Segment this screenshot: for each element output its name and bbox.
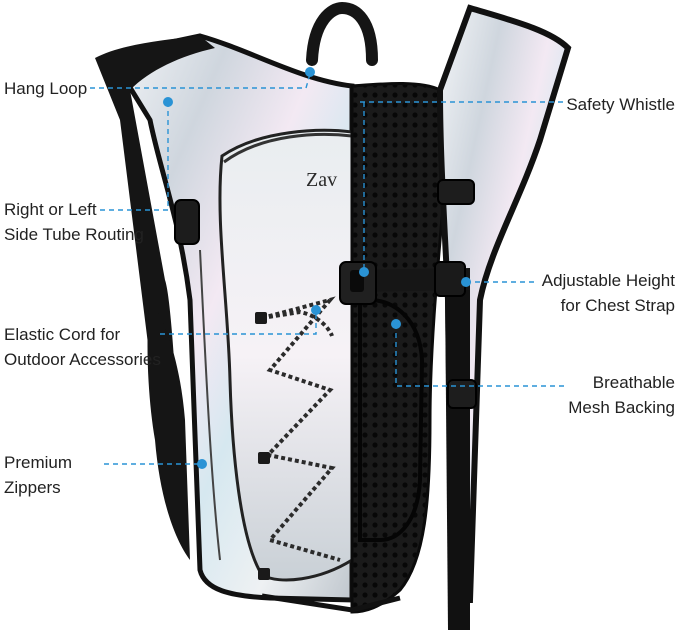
bottom-edge (261, 593, 401, 613)
zipper-dot (197, 459, 207, 469)
back-padding (358, 298, 425, 542)
tube-routing-buckle (174, 199, 200, 245)
label-adjustable-height: Adjustable Height for Chest Strap (542, 268, 675, 318)
label-elastic-cord: Elastic Cord for Outdoor Accessories (4, 322, 161, 372)
label-premium-zippers-line-1: Premium (4, 453, 73, 472)
label-adjustable-height-line-1: Adjustable Height (541, 271, 675, 290)
side-zipper (199, 249, 221, 561)
elastic-cord-dot (311, 305, 321, 315)
label-adjustable-height-line-2: for Chest Strap (560, 296, 675, 315)
label-tube-routing: Right or Left Side Tube Routing (4, 197, 144, 247)
cord-hooks (255, 312, 270, 580)
callout-lines (90, 73, 566, 465)
label-premium-zippers: Premium Zippers (4, 450, 72, 500)
label-premium-zippers-line-2: Zippers (4, 478, 61, 497)
label-tube-routing-line-2: Side Tube Routing (4, 225, 144, 244)
left-strap-edge (95, 36, 215, 480)
hang-loop-dot (305, 67, 315, 77)
label-mesh-backing-line-1: Breathable (592, 373, 675, 392)
chest-strap-slider (434, 261, 466, 297)
pocket-zipper (223, 132, 353, 164)
left-side-panel (147, 300, 190, 560)
hang-loop (306, 1, 378, 66)
label-tube-routing-line-1: Right or Left (4, 200, 97, 219)
front-pocket (218, 128, 354, 582)
label-hang-loop-line-1: Hang Loop (4, 79, 88, 98)
chest-strap-dot (461, 277, 471, 287)
callout-dots (163, 67, 471, 469)
label-mesh-backing: Breathable Mesh Backing (568, 370, 675, 420)
strap-adjuster-lower (447, 379, 477, 409)
label-safety-whistle: Safety Whistle (566, 92, 675, 117)
strap-adjuster-upper (437, 179, 475, 205)
right-webbing (445, 290, 470, 630)
tube-routing-dot (163, 97, 173, 107)
label-elastic-cord-line-2: Outdoor Accessories (4, 350, 161, 369)
safety-whistle-dot (359, 267, 369, 277)
mesh-back-panel (350, 82, 452, 614)
label-hang-loop: Hang Loop (4, 76, 87, 101)
mesh-backing-dot (391, 319, 401, 329)
brand-logo: Zav (306, 169, 337, 191)
label-elastic-cord-line-1: Elastic Cord for (4, 325, 121, 344)
whistle-buckle (339, 261, 377, 305)
label-mesh-backing-line-2: Mesh Backing (568, 398, 675, 417)
label-safety-whistle-line-1: Safety Whistle (566, 95, 675, 114)
